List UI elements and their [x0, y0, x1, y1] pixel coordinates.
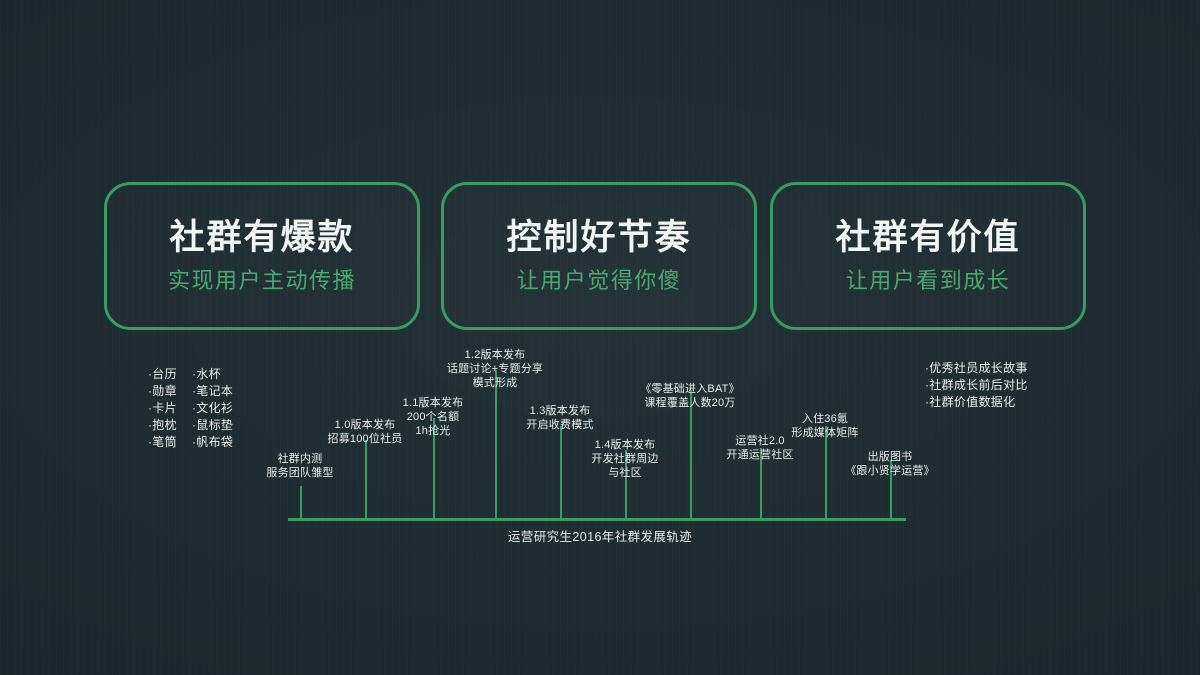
timeline-tick-10 [890, 460, 892, 518]
pillar-card-3-title: 社群有价值 [835, 218, 1021, 258]
timeline-event-label-4: 1.2版本发布 话题讨论+专题分享 模式形成 [446, 349, 544, 389]
timeline-event-label-1: 社群内测 服务团队雏型 [266, 453, 334, 479]
timeline-event-label-10: 出版图书 《跟小贤学运营》 [845, 451, 935, 477]
timeline-tick-7 [690, 390, 692, 518]
merch-list-column-one: ·台历 ·勋章 ·卡片 ·抱枕 ·笔筒 [148, 367, 177, 449]
value-list: ·优秀社员成长故事 ·社群成长前后对比 ·社群价值数据化 [925, 361, 1028, 409]
timeline-event-label-6: 1.4版本发布 开发社群周边 与社区 [591, 439, 659, 479]
timeline-tick-1 [300, 486, 302, 518]
timeline-axis [288, 518, 906, 521]
pillar-card-3[interactable]: 社群有价值 让用户看到成长 [770, 182, 1086, 330]
timeline-event-label-2: 1.0版本发布 招募100位社员 [327, 419, 403, 445]
timeline-tick-6 [625, 450, 627, 518]
pillar-card-2-subtitle: 让用户觉得你傻 [516, 267, 682, 293]
timeline-event-label-7: 《零基础进入BAT》 课程覆盖人数20万 [640, 383, 740, 409]
timeline-tick-2 [365, 440, 367, 518]
pillar-card-1-subtitle: 实现用户主动传播 [167, 267, 356, 293]
timeline-tick-8 [760, 448, 762, 518]
pillar-card-1-title: 社群有爆款 [169, 218, 355, 258]
timeline-tick-3 [433, 418, 435, 518]
timeline-event-label-8: 运营社2.0 开通运营社区 [726, 435, 794, 461]
timeline-event-label-9: 入住36氪 形成媒体矩阵 [791, 413, 859, 439]
pillar-card-1[interactable]: 社群有爆款 实现用户主动传播 [104, 182, 420, 330]
timeline-tick-4 [495, 370, 497, 518]
pillar-card-2-title: 控制好节奏 [506, 218, 692, 258]
timeline-event-label-5: 1.3版本发布 开启收费模式 [526, 405, 594, 431]
merch-list-column-two: ·水杯 ·笔记本 ·文化衫 ·鼠标垫 ·帆布袋 [192, 367, 234, 449]
timeline-tick-5 [560, 426, 562, 518]
pillar-card-2[interactable]: 控制好节奏 让用户觉得你傻 [441, 182, 757, 330]
timeline-caption: 运营研究生2016年社群发展轨迹 [507, 530, 693, 544]
timeline-event-label-3: 1.1版本发布 200个名额 1h抢光 [402, 397, 464, 437]
pillar-card-3-subtitle: 让用户看到成长 [845, 267, 1011, 293]
timeline-tick-9 [825, 426, 827, 518]
